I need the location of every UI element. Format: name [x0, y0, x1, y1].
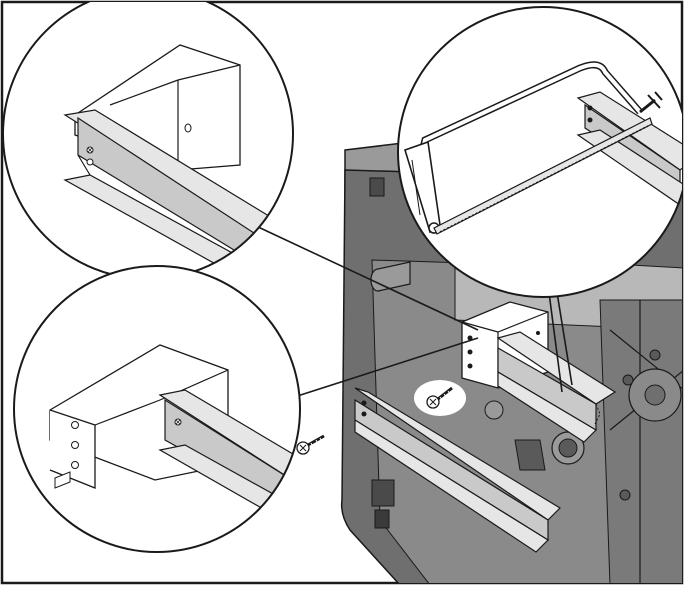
saw-cutting-detail — [397, 6, 682, 298]
loose-screw — [296, 434, 325, 455]
din-rail-lower — [354, 387, 561, 553]
din-rail-upper — [496, 331, 617, 443]
hacksaw — [404, 61, 663, 235]
mounting-screw — [414, 380, 466, 416]
rail-mounted-detail — [13, 265, 301, 553]
leader-lines — [255, 225, 573, 401]
